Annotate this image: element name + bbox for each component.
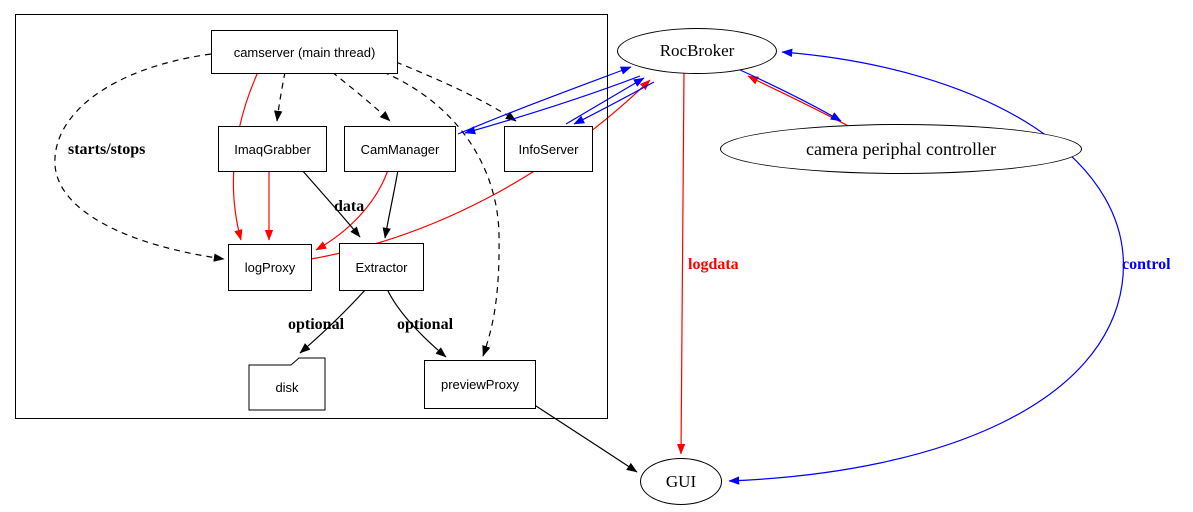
node-infoserver: InfoServer (504, 126, 593, 172)
edge-label-optional-preview: optional (397, 316, 454, 333)
edge-gui-rocbroker-control (728, 48, 1124, 485)
edge-imaqgrabber-extractor (301, 169, 361, 238)
edge-rocbroker-cammanager (464, 75, 641, 135)
node-cammanager: CamManager (344, 126, 456, 172)
node-controller: camera periphal controller (720, 124, 1082, 174)
edge-camserver-cammanager (331, 71, 391, 122)
node-extractor: Extractor (339, 243, 424, 291)
node-rocbroker: RocBroker (617, 28, 777, 74)
node-camserver: camserver (main thread) (211, 30, 398, 74)
edge-cammanager-rocbroker (457, 66, 632, 135)
node-gui: GUI (640, 458, 722, 505)
edge-label-control: control (1122, 256, 1171, 273)
node-imaqgrabber: ImaqGrabber (218, 126, 327, 172)
edge-cammanager-extractor (382, 169, 399, 239)
edge-label-starts-stops: starts/stops (68, 141, 146, 158)
edge-camserver-infoserver (395, 61, 517, 122)
node-previewproxy: previewProxy (424, 360, 536, 409)
edge-controller-rocbroker (747, 75, 853, 129)
edge-label-optional-disk: optional (288, 316, 345, 333)
edge-camserver-logproxy-dashed (54, 53, 225, 262)
edge-label-logdata: logdata (688, 256, 739, 273)
edge-rocbroker-gui-logdata (676, 71, 686, 455)
edge-label-data: data (334, 198, 365, 215)
cluster-border (15, 14, 608, 419)
edge-cammanager-logproxy (315, 169, 389, 251)
edge-rocbroker-infoserver (573, 81, 655, 125)
edge-previewproxy-gui (532, 403, 638, 473)
edge-extractor-previewproxy (386, 288, 447, 358)
edge-camserver-imaqgrabber (274, 71, 286, 122)
edge-extractor-disk (299, 288, 367, 354)
node-disk: disk (275, 379, 299, 395)
node-logproxy: logProxy (228, 244, 312, 291)
edge-rocbroker-controller (737, 68, 842, 122)
disk-folder-shape (248, 357, 326, 411)
